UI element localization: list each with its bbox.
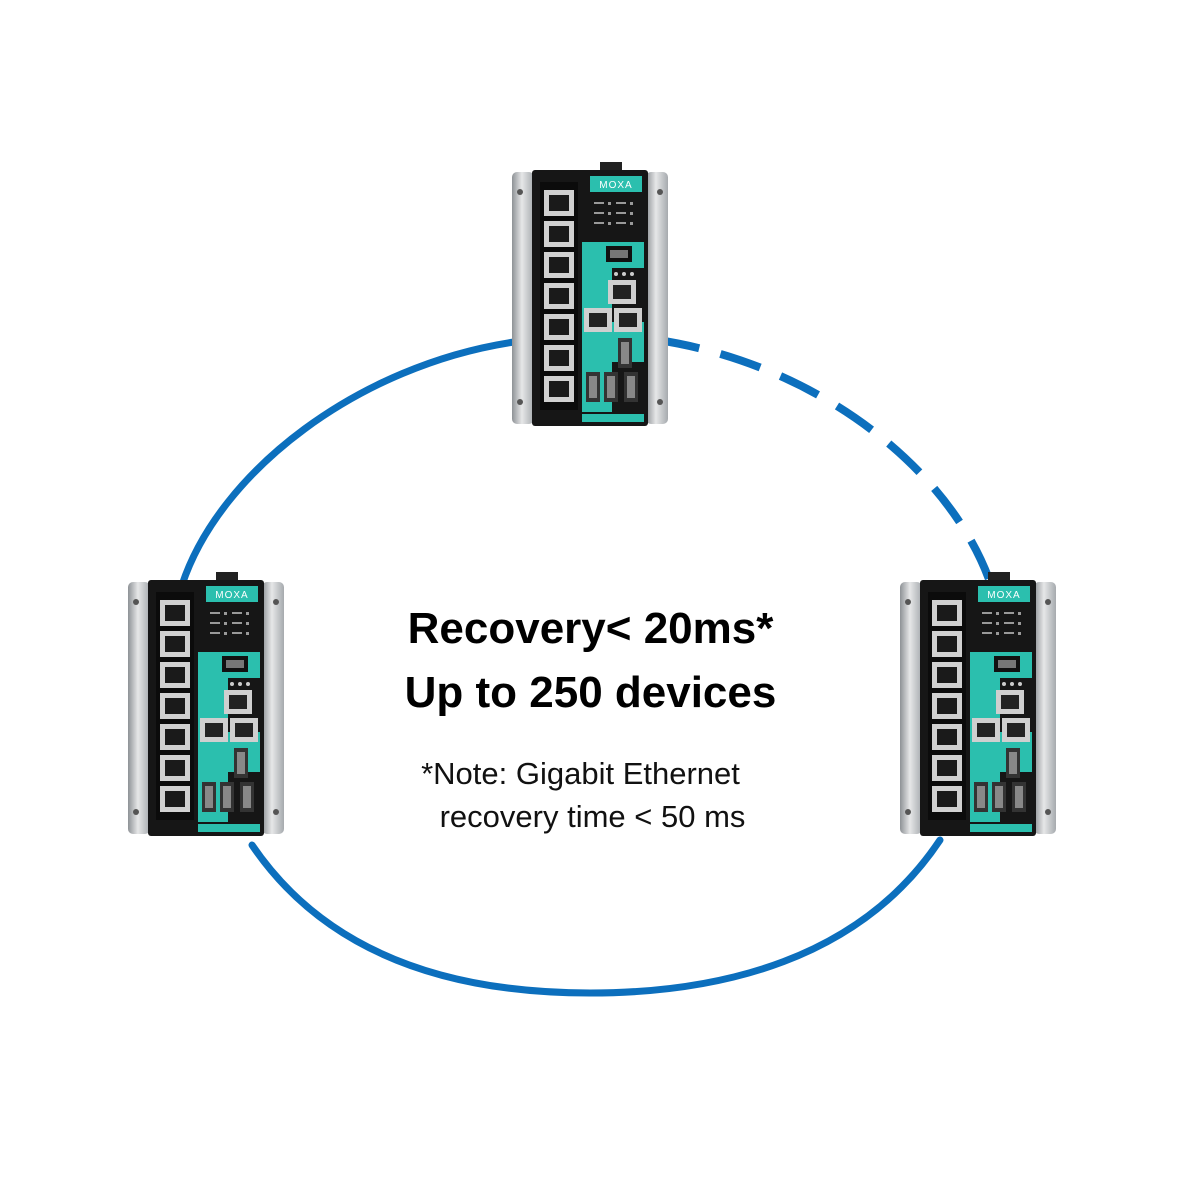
note-line-1: *Note: Gigabit Ethernet: [421, 756, 740, 791]
link-bottom-solid: [248, 836, 944, 997]
switch-right-port-1-socket: [937, 605, 957, 621]
switch-right-port-5-socket: [937, 729, 957, 745]
switch-left-port-7-socket: [165, 791, 185, 807]
switch-right-port-4-socket: [937, 698, 957, 714]
switch-top-port-4-socket: [549, 288, 569, 304]
switch-left-port-4-socket: [165, 698, 185, 714]
switch-left-port-5-socket: [165, 729, 185, 745]
recovery-headline: Recovery< 20ms*: [407, 604, 774, 653]
switch-left-port-1-socket: [165, 605, 185, 621]
switch-right-port-6-socket: [937, 760, 957, 776]
switch-top-port-5-socket: [549, 319, 569, 335]
link-top-right-dashed: [657, 336, 994, 584]
devices-headline: Up to 250 devices: [404, 668, 777, 717]
switch-top-port-3-socket: [549, 257, 569, 273]
switch-right-port-2-socket: [937, 636, 957, 652]
link-top-left-solid: [178, 338, 518, 589]
switch-left-port-3-socket: [165, 667, 185, 683]
switch-top-port-2-socket: [549, 226, 569, 242]
switch-left-port-2-socket: [165, 636, 185, 652]
switch-right-port-7-socket: [937, 791, 957, 807]
switch-top: [512, 162, 668, 426]
switch-left-port-6-socket: [165, 760, 185, 776]
switch-top-port-6-socket: [549, 350, 569, 366]
switch-right-port-3-socket: [937, 667, 957, 683]
switch-top-port-7-socket: [549, 381, 569, 397]
ring-links: [178, 336, 994, 997]
note-line-2: recovery time < 50 ms: [439, 799, 746, 834]
switch-top-port-1-socket: [549, 195, 569, 211]
